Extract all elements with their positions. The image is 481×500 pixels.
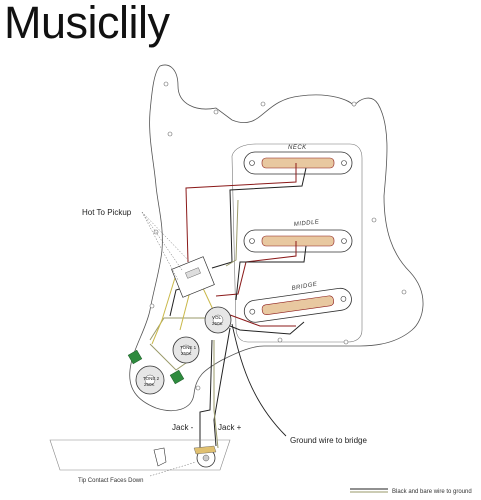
- output-jack: [49, 439, 231, 471]
- switch-5way: [171, 256, 215, 298]
- pickup-middle: [243, 229, 353, 253]
- volume-value: 250K: [212, 321, 223, 326]
- volume-name: VOL: [212, 315, 222, 320]
- legend-ground-label: Black and bare wire to ground: [392, 489, 472, 495]
- label-jack-plus: Jack +: [218, 423, 242, 432]
- tone1-value: 250K: [181, 351, 192, 356]
- jack-leads: [199, 339, 219, 449]
- label-ground-bridge: Ground wire to bridge: [290, 436, 367, 445]
- label-jack-minus: Jack -: [172, 423, 194, 432]
- screw-holes: [149, 81, 407, 391]
- ground-bridge-wire: [231, 323, 287, 437]
- tone2-value: 250K: [144, 382, 155, 387]
- hot-to-pickup-leaders: [141, 211, 191, 281]
- pickup-cavity: [231, 143, 363, 343]
- capacitors: [127, 349, 185, 385]
- volume-pot: [204, 306, 232, 334]
- pickup-bridge: [243, 287, 352, 323]
- brand-logo: Musiclily: [4, 0, 170, 48]
- tone2-name: TONE 2: [143, 376, 160, 381]
- tone1-pot: [172, 336, 200, 364]
- pickup-neck: [243, 151, 353, 175]
- tone2-pot: [135, 365, 165, 395]
- label-tip-contact: Tip Contact Faces Down: [78, 478, 143, 484]
- label-hot-to-pickup: Hot To Pickup: [82, 208, 132, 217]
- tip-contact-leader: [149, 461, 197, 477]
- pickup-label-middle: MIDDLE: [294, 219, 321, 228]
- pickup-label-bridge: BRIDGE: [291, 281, 318, 292]
- legend-ground-wire-swatch: [350, 488, 388, 493]
- pickup-label-neck: NECK: [288, 145, 307, 151]
- tone1-name: TONE 1: [180, 345, 197, 350]
